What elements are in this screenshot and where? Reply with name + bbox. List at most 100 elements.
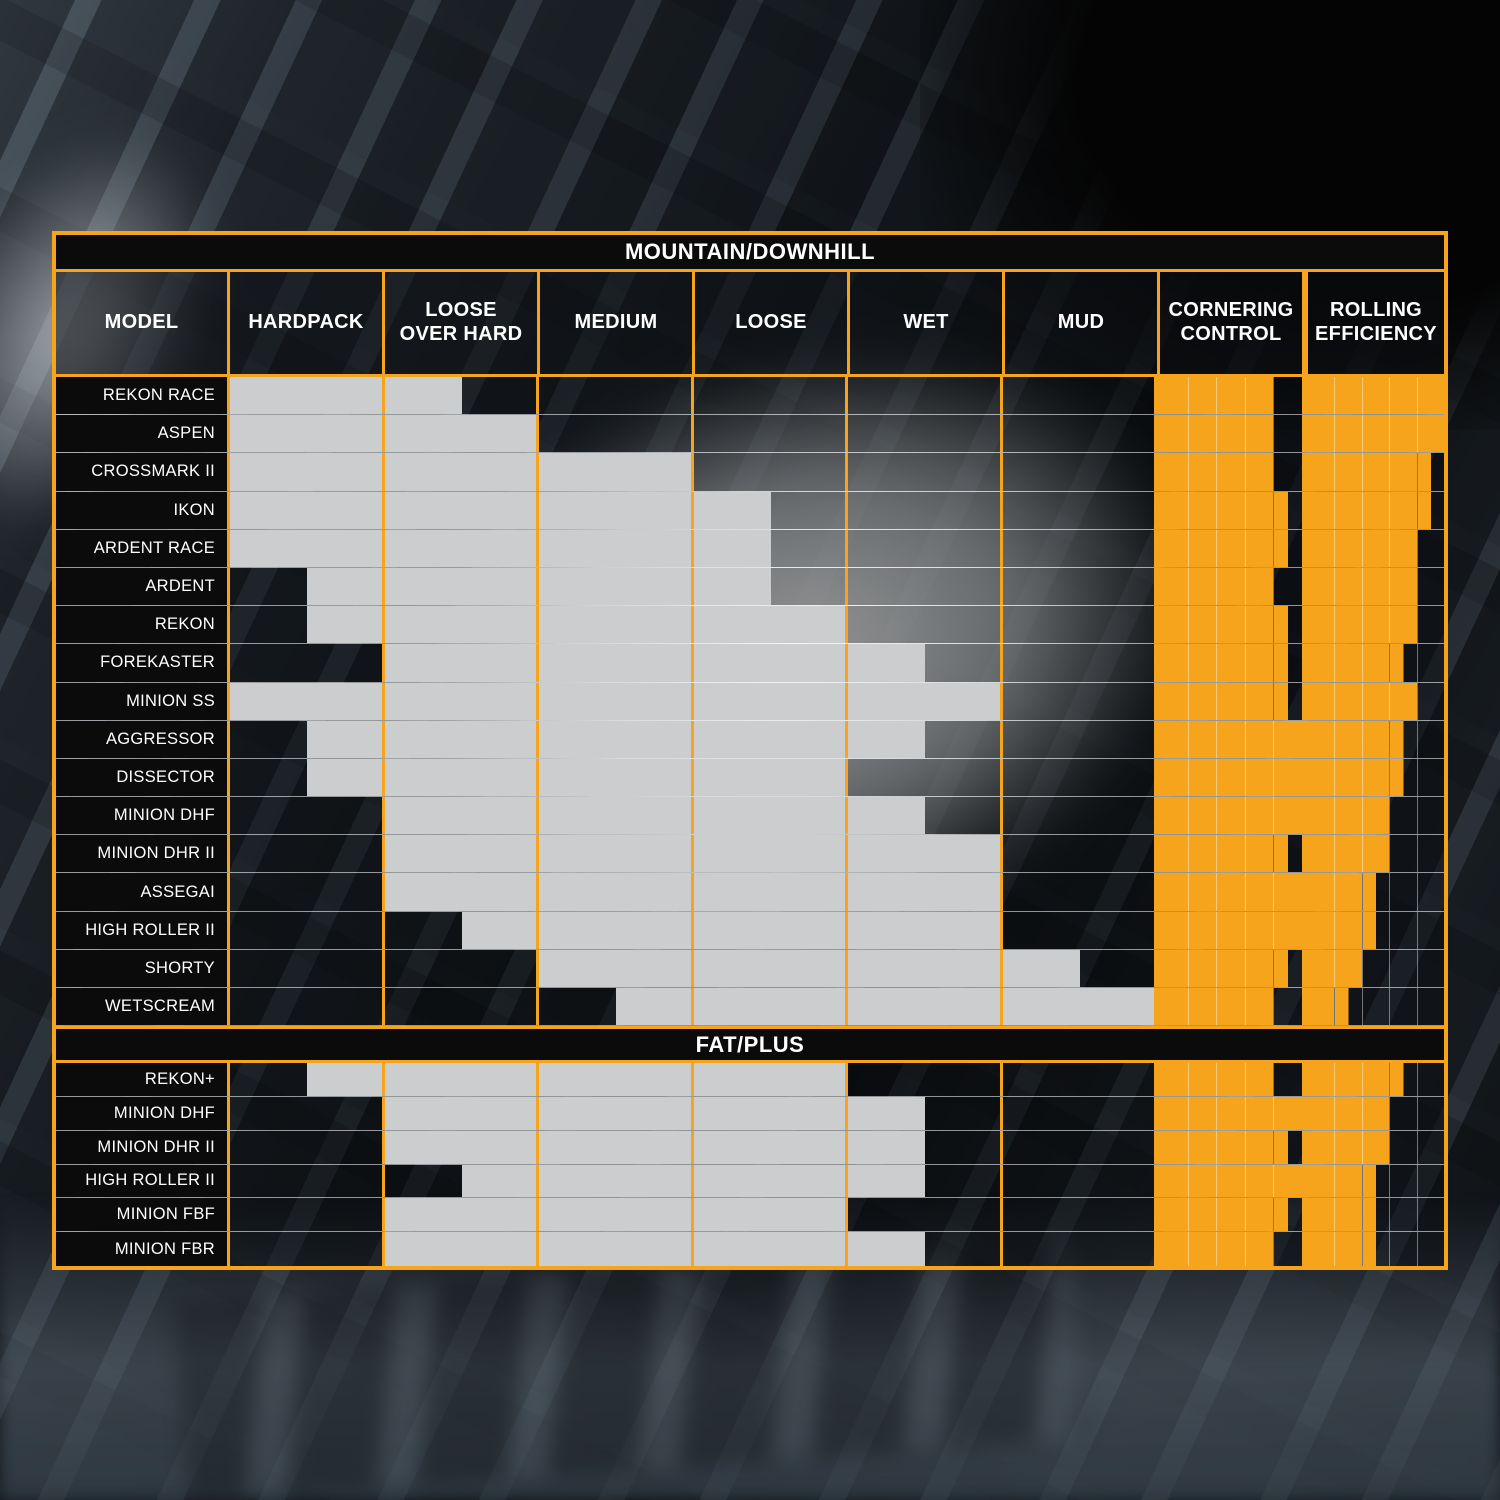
terrain-cell (385, 606, 539, 644)
cornering-control-rating (1160, 682, 1302, 720)
model-label: MINION DHR II (56, 835, 230, 873)
rating-cell (1244, 988, 1274, 1026)
table-row: FOREKASTER (56, 644, 1444, 683)
rolling-efficiency-rating (1302, 453, 1445, 491)
table-row: SHORTY (56, 949, 1444, 988)
terrain-cell (539, 1063, 694, 1096)
cornering-control-rating (1160, 873, 1302, 911)
rating-cell (1244, 453, 1274, 491)
terrain-cell (694, 988, 848, 1026)
rating-cell (1308, 644, 1335, 682)
terrain-range-track (230, 453, 1160, 491)
rating-cell (1187, 949, 1217, 987)
rating-cell (1308, 1063, 1335, 1096)
terrain-cell (694, 1096, 848, 1130)
terrain-cell (848, 988, 1003, 1026)
model-label: MINION DHF (56, 797, 230, 835)
terrain-cell (385, 453, 539, 491)
terrain-range-track (230, 797, 1160, 835)
terrain-range-bar (461, 911, 1003, 949)
rating-cell (1216, 491, 1245, 529)
rating-cell (1216, 1164, 1245, 1198)
rating-cell (1244, 835, 1274, 873)
rating-cell (1308, 835, 1335, 873)
terrain-cell (230, 949, 385, 987)
rolling-efficiency-rating (1302, 567, 1444, 606)
terrain-range-bar (384, 644, 926, 682)
rating-cell (1361, 835, 1390, 873)
terrain-cell (1003, 1063, 1157, 1096)
rolling-efficiency-rating (1302, 720, 1444, 758)
rating-cell (1160, 911, 1188, 949)
rating-cell (1244, 1063, 1274, 1096)
rating-cell (1273, 529, 1302, 567)
rating-cell (1416, 1096, 1444, 1130)
rating-cell (1334, 682, 1362, 720)
terrain-cell (539, 797, 694, 835)
terrain-cell (230, 797, 385, 835)
rolling-efficiency-rating (1302, 1130, 1444, 1164)
terrain-cell (230, 1232, 385, 1266)
terrain-cell (1003, 377, 1157, 415)
rolling-efficiency-rating (1302, 415, 1445, 453)
rating-cell (1160, 720, 1188, 758)
rating-cell (1244, 1130, 1274, 1164)
terrain-cell (848, 644, 1003, 682)
cornering-control-rating (1160, 1232, 1302, 1266)
rating-cell (1216, 644, 1245, 682)
rating-cell (1244, 797, 1274, 835)
model-label: REKON RACE (56, 377, 230, 415)
rating-cell (1334, 873, 1362, 911)
rolling-efficiency-rating (1302, 873, 1444, 911)
rating-cell (1187, 415, 1217, 453)
terrain-cell (230, 644, 385, 682)
terrain-cell (848, 758, 1003, 797)
rating-cell (1187, 873, 1217, 911)
terrain-cell (230, 1130, 385, 1164)
table-row: ARDENT (56, 567, 1444, 607)
table-row: MINION DHF (56, 797, 1444, 836)
rating-cell (1389, 567, 1417, 606)
rating-cell (1308, 567, 1335, 606)
table-row: AGGRESSOR (56, 720, 1444, 759)
rating-cell (1160, 1198, 1188, 1232)
rating-cell (1361, 1164, 1390, 1198)
rating-cell (1273, 567, 1302, 606)
terrain-cell (385, 988, 539, 1026)
rating-cell (1389, 415, 1417, 453)
table-row: ASSEGAI (56, 873, 1444, 912)
terrain-cell (230, 1164, 385, 1198)
terrain-cell (230, 415, 385, 453)
model-label: ASSEGAI (56, 873, 230, 911)
cornering-control-rating (1160, 949, 1302, 987)
terrain-range-track (230, 567, 1160, 606)
terrain-cell (1003, 529, 1157, 567)
rating-cell (1273, 415, 1302, 453)
rating-cell (1160, 606, 1188, 644)
rating-cell (1216, 682, 1245, 720)
rating-cell (1187, 491, 1217, 529)
rating-cell (1334, 1198, 1362, 1232)
rating-cell (1308, 797, 1335, 835)
rolling-efficiency-rating (1302, 835, 1444, 873)
terrain-cell (385, 491, 539, 529)
terrain-cell (694, 911, 848, 949)
cornering-control-rating (1160, 835, 1302, 873)
rating-cell (1361, 644, 1390, 682)
rating-cell (1187, 644, 1217, 682)
rating-cell (1216, 949, 1245, 987)
rating-cell (1334, 529, 1362, 567)
model-label: REKON (56, 606, 230, 644)
model-label: REKON+ (56, 1063, 230, 1096)
rating-cell (1416, 1198, 1444, 1232)
cornering-control-rating (1160, 453, 1302, 491)
rating-cell (1160, 835, 1188, 873)
rating-cell (1416, 758, 1444, 797)
terrain-cell (848, 377, 1003, 415)
model-label: HIGH ROLLER II (56, 911, 230, 949)
terrain-cell (385, 1096, 539, 1130)
rating-cell (1160, 415, 1188, 453)
rating-cell (1308, 453, 1335, 491)
terrain-range-track (230, 911, 1160, 949)
